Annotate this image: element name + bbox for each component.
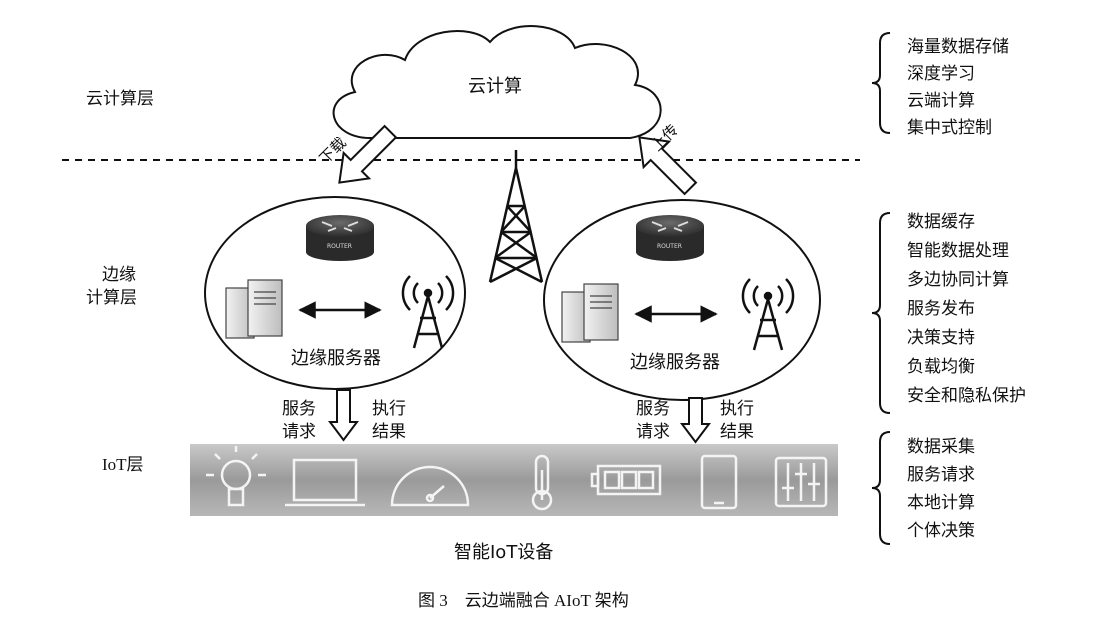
edge-node-left [204, 196, 466, 390]
cloud-function: 集中式控制 [907, 118, 992, 138]
server-icon [225, 279, 283, 339]
router-icon: ROUTER [306, 215, 374, 261]
edge-function: 负载均衡 [907, 357, 975, 377]
request-arrow-left [328, 389, 359, 442]
thermometer-icon [531, 454, 553, 511]
cloud-shape [332, 25, 662, 139]
iot-function: 个体决策 [907, 521, 975, 541]
upload-arrow [638, 136, 698, 196]
exec-result-left-2: 结果 [372, 422, 406, 442]
edge-function: 安全和隐私保护 [907, 386, 1026, 406]
service-request-right-2: 请求 [636, 422, 670, 442]
bulb-icon [206, 446, 266, 507]
service-request-left-2: 请求 [282, 422, 316, 442]
router-icon: ROUTER [636, 215, 704, 261]
exec-result-left-1: 执行 [372, 399, 406, 419]
sliders-icon [774, 456, 828, 508]
cloud-function: 云端计算 [907, 91, 975, 111]
gauge-icon [390, 465, 470, 507]
request-arrow-right [680, 397, 711, 444]
edge-function: 多边协同计算 [907, 270, 1009, 290]
figure-caption: 图 3 云边端融合 AIoT 架构 [418, 591, 629, 610]
layer-label-iot: IoT层 [102, 455, 144, 474]
edge-function: 数据缓存 [907, 212, 975, 232]
cloud-function: 海量数据存储 [907, 37, 1009, 57]
server-icon [561, 283, 619, 343]
exec-result-right-1: 执行 [720, 399, 754, 419]
layer-label-cloud: 云计算层 [86, 89, 154, 109]
cloud-label: 云计算 [468, 76, 522, 97]
edge-function: 决策支持 [907, 328, 975, 348]
laptop-icon [285, 458, 365, 507]
layer-label-edge-line2: 计算层 [86, 288, 137, 308]
cloud-function: 深度学习 [907, 64, 975, 84]
router-text: ROUTER [657, 243, 682, 250]
iot-function: 数据采集 [907, 437, 975, 457]
device-bar-label: 智能IoT设备 [454, 542, 553, 563]
edge-server-label-right: 边缘服务器 [630, 352, 720, 373]
service-request-right-1: 服务 [636, 399, 670, 419]
edge-function: 智能数据处理 [907, 241, 1009, 261]
download-arrow [338, 124, 398, 184]
iot-functions-brace [871, 431, 891, 545]
antenna-icon [741, 278, 795, 351]
edge-node-right [543, 199, 821, 401]
layer-label-edge-line1: 边缘 [102, 265, 136, 285]
tower-icon [488, 150, 544, 284]
battery-icon [590, 464, 662, 496]
antenna-icon [401, 275, 455, 349]
edge-functions-brace [871, 212, 891, 414]
edge-function: 服务发布 [907, 299, 975, 319]
cloud-functions-brace [871, 32, 891, 134]
iot-function: 本地计算 [907, 493, 975, 513]
service-request-left-1: 服务 [282, 399, 316, 419]
tablet-icon [700, 454, 738, 510]
iot-function: 服务请求 [907, 465, 975, 485]
exec-result-right-2: 结果 [720, 422, 754, 442]
router-text: ROUTER [327, 243, 352, 250]
edge-server-label-left: 边缘服务器 [291, 348, 381, 369]
